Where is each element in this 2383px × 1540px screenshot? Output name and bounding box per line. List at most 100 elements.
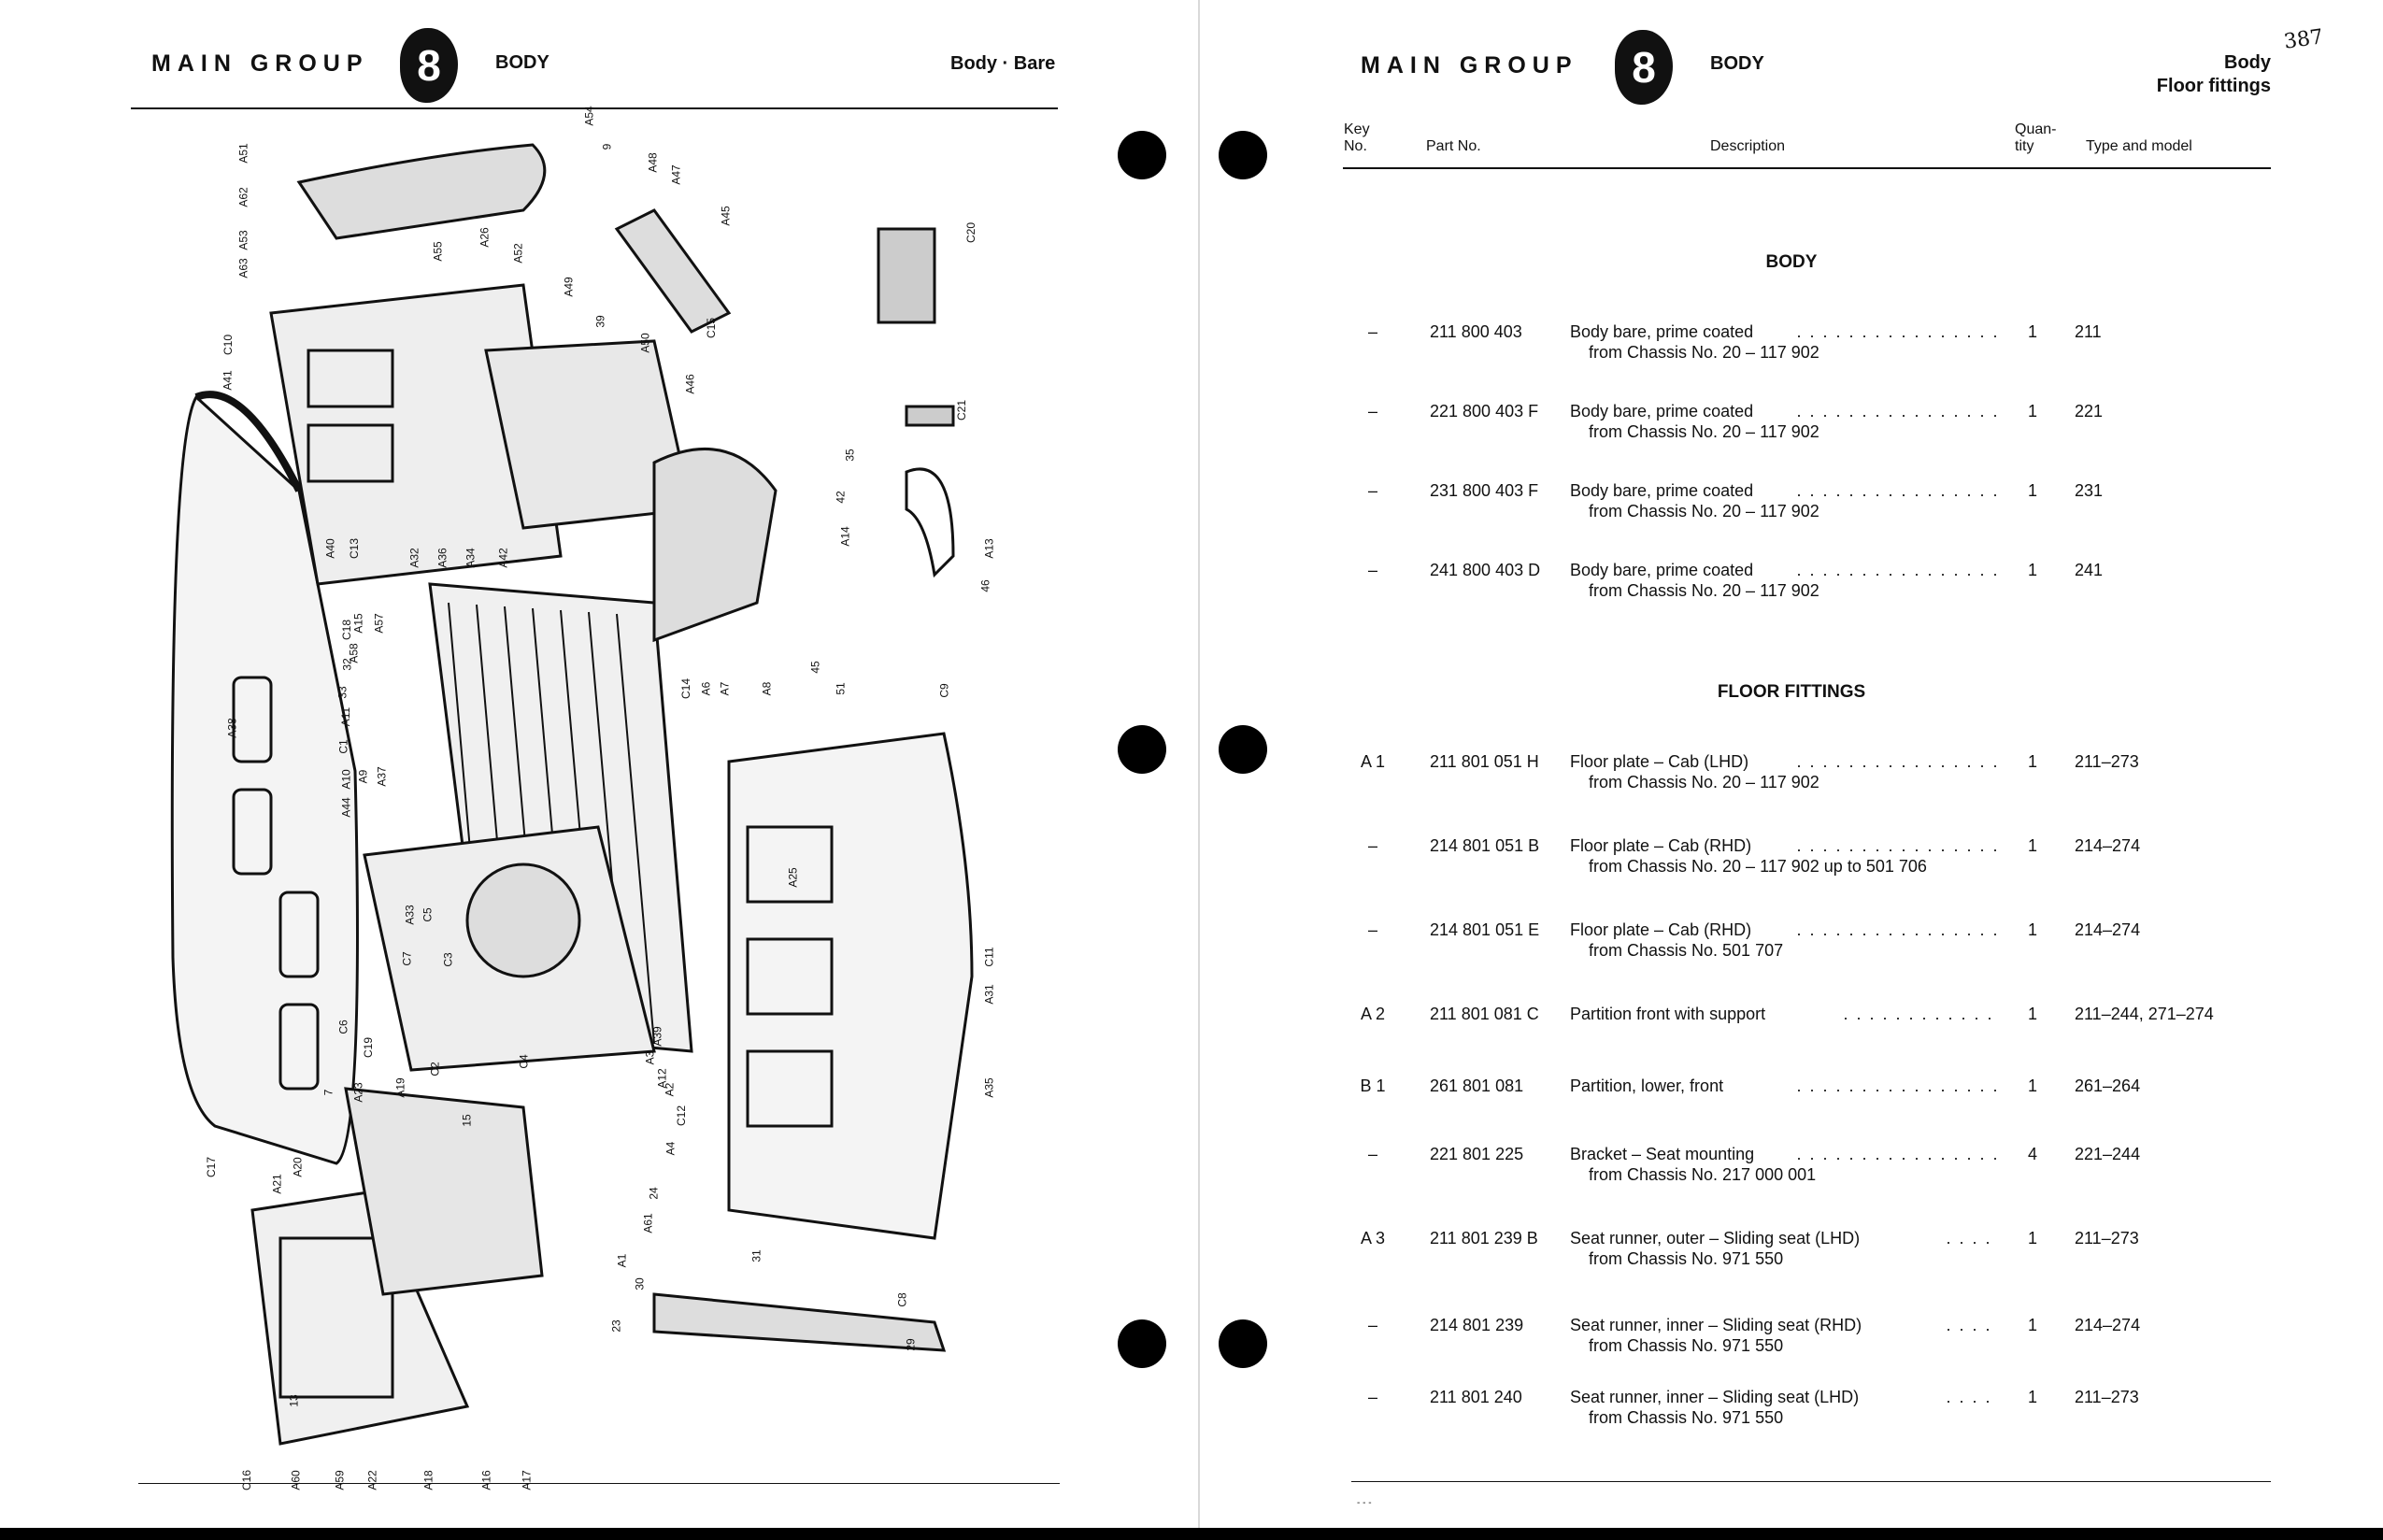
row-type-model: 211 xyxy=(2075,322,2102,341)
diagram-callout: C16 xyxy=(240,1469,254,1491)
row-quantity: 1 xyxy=(2028,402,2038,421)
row-quantity: 1 xyxy=(2028,1229,2038,1248)
section-title: BODY xyxy=(1710,53,1764,74)
diagram-callout: A17 xyxy=(520,1470,534,1490)
diagram-callout: C19 xyxy=(362,1036,376,1059)
row-key-no: – xyxy=(1367,322,1377,341)
row-quantity: 1 xyxy=(2028,1077,2038,1095)
row-description: Partition, lower, front xyxy=(1570,1077,1724,1095)
group-number-badge: 8 xyxy=(1615,30,1673,105)
diagram-callout: A45 xyxy=(719,206,733,226)
diagram-callout: A23 xyxy=(351,1082,365,1103)
page-gutter xyxy=(1198,0,1200,1540)
row-part-no: 211 801 081 C xyxy=(1430,1005,1539,1023)
diagram-callout: A55 xyxy=(431,241,445,262)
row-part-no: 211 801 240 xyxy=(1430,1388,1522,1406)
row-key-no: A 1 xyxy=(1360,752,1386,771)
main-group-label: MAIN GROUP xyxy=(1361,52,1578,78)
diagram-callout: 39 xyxy=(593,315,607,328)
col-key-no-line2: No. xyxy=(1344,138,1367,154)
row-description: Seat runner, inner – Sliding seat (LHD) xyxy=(1570,1388,1860,1406)
diagram-callout: A48 xyxy=(646,152,660,173)
group-number-badge: 8 xyxy=(400,28,458,103)
main-group-label: MAIN GROUP xyxy=(151,50,369,77)
diagram-callout: A19 xyxy=(393,1077,407,1098)
row-key-no: – xyxy=(1367,402,1377,421)
punch-hole xyxy=(1219,1319,1267,1368)
punch-hole xyxy=(1118,131,1166,179)
row-quantity: 1 xyxy=(2028,481,2038,500)
diagram-callout: 33 xyxy=(335,686,350,699)
row-chassis-note: from Chassis No. 20 – 117 902 xyxy=(1589,422,1819,441)
diagram-callout: A35 xyxy=(982,1077,996,1098)
leader-dots: . . . . . . . . . . . . . . . . . . . . … xyxy=(1946,1229,2001,1248)
row-quantity: 1 xyxy=(2028,752,2038,771)
row-key-no: – xyxy=(1367,836,1377,855)
diagram-callout: 13 xyxy=(287,1394,301,1407)
section-heading: BODY xyxy=(1765,252,1818,272)
row-part-no: 221 800 403 F xyxy=(1430,402,1539,421)
leader-dots: . . . . . . . . . . . . . . . . . . . . … xyxy=(1946,1388,2001,1406)
diagram-callout: 24 xyxy=(647,1187,661,1200)
row-description: Floor plate – Cab (LHD) xyxy=(1570,752,1749,771)
diagram-callout: A15 xyxy=(351,613,365,634)
diagram-callout: A57 xyxy=(372,613,386,634)
diagram-callout: C17 xyxy=(205,1156,219,1178)
diagram-callout: A42 xyxy=(496,548,510,568)
leader-dots: . . . . . . . . . . . . . . . . . . . . … xyxy=(1796,752,2001,771)
row-type-model: 211–244, 271–274 xyxy=(2075,1005,2214,1023)
row-part-no: 214 801 239 xyxy=(1430,1316,1524,1334)
diagram-callout: 31 xyxy=(749,1249,763,1262)
row-key-no: A 2 xyxy=(1360,1005,1386,1023)
left-page: MAIN GROUP 8 BODY Body · Bare xyxy=(0,0,1198,1528)
leader-dots: . . . . . . . . . . . . . . . . . . . . … xyxy=(1796,836,2001,855)
diagram-callout: A26 xyxy=(478,227,492,248)
row-chassis-note: from Chassis No. 971 550 xyxy=(1589,1249,1784,1268)
row-type-model: 221–244 xyxy=(2075,1145,2141,1163)
row-part-no: 211 801 239 B xyxy=(1430,1229,1538,1248)
diagram-callout: A49 xyxy=(562,277,576,297)
diagram-callout: A1 xyxy=(615,1253,629,1268)
row-chassis-note: from Chassis No. 20 – 117 902 xyxy=(1589,773,1819,791)
row-quantity: 1 xyxy=(2028,1316,2038,1334)
leader-dots: . . . . . . . . . . . . . . . . . . . . … xyxy=(1796,920,2001,939)
row-type-model: 261–264 xyxy=(2075,1077,2141,1095)
leader-dots: . . . . . . . . . . . . . . . . . . . . … xyxy=(1796,402,2001,421)
diagram-callout: C18 xyxy=(340,619,354,641)
row-part-no: 261 801 081 xyxy=(1430,1077,1524,1095)
diagram-callout: A16 xyxy=(479,1470,493,1490)
diagram-callout: A62 xyxy=(236,187,250,207)
row-chassis-note: from Chassis No. 217 000 001 xyxy=(1589,1165,1817,1184)
row-description: Bracket – Seat mounting xyxy=(1570,1145,1755,1163)
diagram-callout: 23 xyxy=(609,1319,623,1333)
row-key-no: A 3 xyxy=(1360,1229,1386,1248)
row-chassis-note: from Chassis No. 971 550 xyxy=(1589,1408,1784,1427)
col-part-no: Part No. xyxy=(1426,138,1481,154)
row-chassis-note: from Chassis No. 20 – 117 902 xyxy=(1589,502,1819,520)
leader-dots: . . . . . . . . . . . . . . . . . . . . … xyxy=(1796,1077,2001,1095)
diagram-callout: C15 xyxy=(705,317,719,339)
row-chassis-note: from Chassis No. 20 – 117 902 up to 501 … xyxy=(1589,857,1927,876)
row-quantity: 1 xyxy=(2028,836,2038,855)
leader-dots: . . . . . . . . . . . . . . . . . . . . … xyxy=(1796,322,2001,341)
diagram-callout: A25 xyxy=(786,867,800,888)
footer-mark: - - - xyxy=(1357,1498,1372,1508)
footer-rule xyxy=(138,1483,1060,1484)
diagram-callout: A61 xyxy=(641,1213,655,1233)
diagram-callout: A47 xyxy=(669,164,683,185)
diagram-callout: 32 xyxy=(340,658,354,671)
diagram-callout: A33 xyxy=(403,905,417,925)
diagram-callout: C8 xyxy=(895,1292,909,1307)
row-type-model: 211–273 xyxy=(2075,752,2139,771)
diagram-callout: A7 xyxy=(718,681,732,696)
row-key-no: – xyxy=(1367,1388,1377,1406)
diagram-callout: A9 xyxy=(356,769,370,784)
diagram-callout: C7 xyxy=(400,951,414,966)
diagram-callout: A18 xyxy=(421,1470,435,1490)
diagram-callout: C1 xyxy=(336,739,350,754)
diagram-callout: A54 xyxy=(582,106,596,126)
diagram-callout: A10 xyxy=(339,769,353,790)
diagram-callout: A53 xyxy=(236,230,250,250)
row-part-no: 214 801 051 B xyxy=(1430,836,1540,855)
diagram-callout: C6 xyxy=(336,1020,350,1034)
